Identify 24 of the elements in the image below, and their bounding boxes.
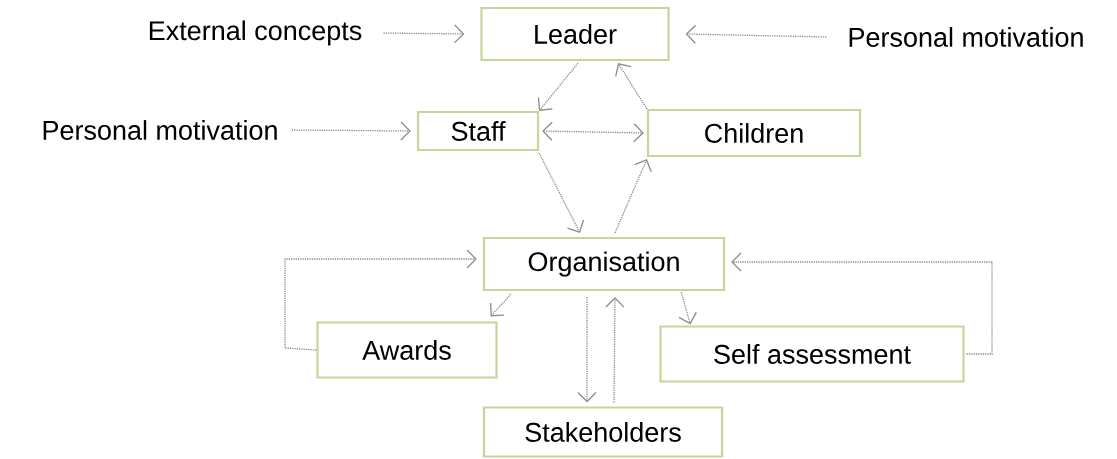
node-label: Personal motivation: [849, 27, 1083, 47]
arrow: [731, 252, 993, 355]
arrow: [678, 291, 697, 325]
arrow: [542, 121, 644, 143]
arrow: [490, 293, 512, 317]
node-label: External concepts: [149, 20, 362, 46]
arrow: [685, 24, 827, 44]
arrow: [537, 62, 579, 111]
arrow: [614, 159, 652, 234]
process-box: Organisation: [482, 236, 726, 292]
process-box: Children: [646, 108, 862, 158]
arrow: [577, 296, 597, 403]
process-box: Self assessment: [659, 325, 965, 383]
arrow: [615, 63, 648, 110]
arrow: [291, 121, 411, 141]
arrow: [605, 297, 625, 404]
arrow: [382, 24, 465, 44]
process-box: Leader: [480, 6, 670, 62]
process-box: Staff: [416, 110, 540, 152]
node-label: Personal motivation: [43, 120, 277, 140]
arrow: [284, 249, 477, 351]
process-box: Awards: [316, 321, 498, 379]
process-box: Stakeholders: [482, 406, 724, 458]
arrow: [538, 152, 585, 233]
